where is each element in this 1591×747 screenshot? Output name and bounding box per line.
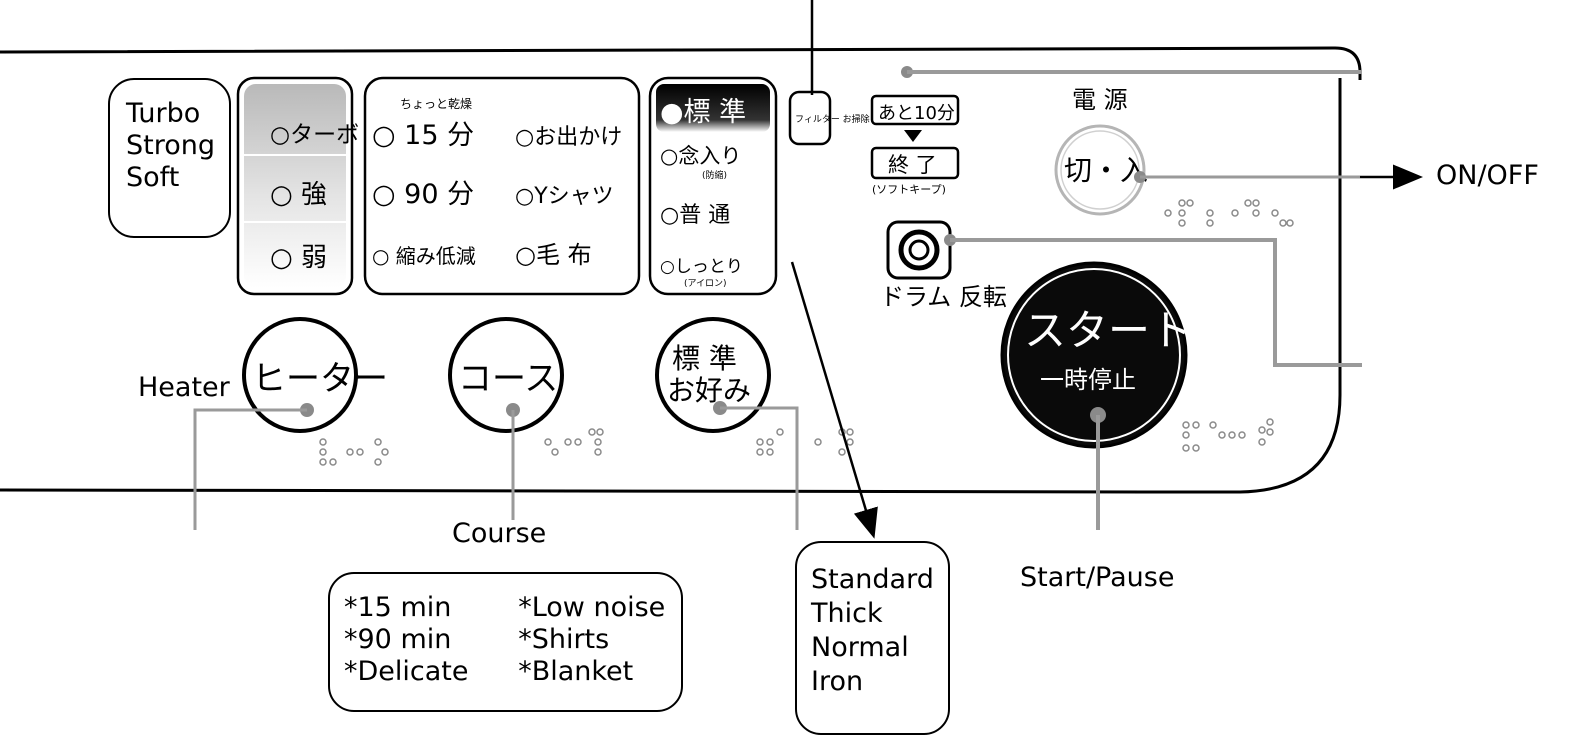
leader-line-drum: [950, 238, 1362, 367]
end-badge: [870, 146, 960, 180]
standard-arrow: [790, 261, 878, 539]
course-shirts-annotation: *Shirts: [518, 624, 610, 655]
standard-options-box: Standard Thick Normal Iron: [795, 541, 950, 735]
course-90min-annotation: *90 min: [344, 624, 452, 655]
turbo-label: Turbo: [126, 98, 201, 129]
remaining-10min-label: あと10分: [878, 103, 955, 124]
heater-level-soft: ○ 弱: [270, 243, 327, 273]
panel-top-edge: [0, 46, 1362, 80]
heater-annotation: Heater: [138, 372, 230, 403]
soft-label: Soft: [126, 162, 180, 193]
course-annotation: Course: [452, 518, 547, 549]
course-90min: ○ 90 分: [372, 179, 474, 210]
course-top-note: ちょっと乾燥: [400, 97, 472, 111]
course-shirts: ○Yシャツ: [515, 184, 614, 209]
standard-button-bottom-label: お好み: [667, 374, 751, 407]
course-options-box: *15 min *90 min *Delicate *Low noise *Sh…: [328, 572, 683, 712]
thick-annotation: Thick: [811, 598, 883, 629]
course-low-noise-annotation: *Low noise: [518, 592, 666, 623]
strong-label: Strong: [126, 130, 216, 161]
filter-clean-label: フィルター お掃除: [795, 113, 870, 125]
start-pause-annotation: Start/Pause: [1020, 562, 1175, 593]
panel-bottom-edge: [0, 488, 1179, 494]
dryness-thick: ○念入り: [660, 144, 741, 168]
down-arrow-icon: [904, 130, 922, 142]
remaining-10min-badge: [870, 94, 960, 126]
power-heading: 電 源: [1072, 86, 1128, 114]
course-button-label: コース: [458, 359, 558, 399]
leader-line-heater: [193, 408, 307, 530]
course-15min-annotation: *15 min: [344, 592, 452, 623]
course-option-group: [363, 76, 641, 296]
dryness-standard-selected: ●標 準: [660, 97, 746, 128]
heater-level-turbo: ○ターボ: [270, 122, 359, 148]
iron-annotation: Iron: [811, 666, 864, 697]
heater-button-label: ヒーター: [252, 359, 388, 399]
course-outing: ○お出かけ: [515, 125, 622, 150]
normal-annotation: Normal: [811, 632, 909, 663]
leader-line-standard: [720, 406, 799, 530]
course-15min: ○ 15 分: [372, 120, 474, 151]
heater-level-strong: ○ 強: [270, 180, 327, 210]
drum-reverse-label: ドラム 反転: [880, 283, 1007, 311]
standard-button-top-label: 標 準: [672, 342, 737, 375]
standard-preference-button[interactable]: [655, 317, 771, 433]
course-delicate-annotation: *Delicate: [344, 656, 469, 687]
course-delicate: ○ 縮み低減: [372, 244, 476, 268]
course-blanket: ○毛 布: [515, 241, 592, 269]
power-button[interactable]: [1054, 124, 1146, 216]
dryness-normal: ○普 通: [660, 203, 730, 228]
standard-annotation: Standard: [811, 564, 934, 595]
heater-button[interactable]: [242, 317, 358, 433]
soft-keep-label: (ソフトキープ): [872, 183, 946, 196]
dryness-thick-sub: (防縮): [702, 169, 727, 181]
course-button[interactable]: [448, 317, 564, 433]
end-label: 終 了: [888, 153, 937, 177]
turbo-strong-soft-box: Turbo Strong Soft: [108, 78, 231, 238]
braille-dots: [319, 199, 1294, 466]
course-blanket-annotation: *Blanket: [518, 656, 634, 687]
on-off-annotation: ON/OFF: [1436, 160, 1539, 191]
dryness-iron: ○しっとり: [660, 257, 743, 277]
pause-button-label: 一時停止: [1040, 366, 1136, 394]
dryness-iron-sub: (アイロン): [684, 279, 727, 289]
filter-clean-icon: [788, 90, 832, 146]
start-pause-button[interactable]: [1000, 261, 1188, 449]
start-button-label: スタート: [1024, 306, 1192, 355]
drum-reverse-icon: [886, 220, 952, 280]
panel-right-edge: [1178, 78, 1342, 494]
power-button-label: 切・入: [1064, 154, 1148, 187]
